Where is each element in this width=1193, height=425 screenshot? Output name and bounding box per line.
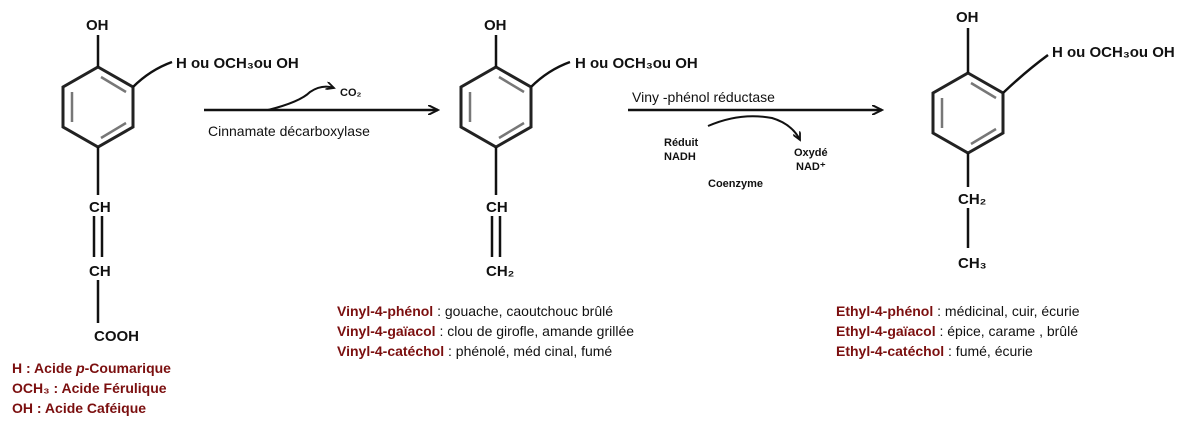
nadh-label: NADH xyxy=(664,151,696,163)
mol3-ch3-label: CH₃ xyxy=(958,255,987,272)
mol2-ch-label: CH xyxy=(486,199,508,216)
reduced-label: Réduit xyxy=(664,137,699,149)
mol3-oh-label: OH xyxy=(956,9,979,26)
co2-label: CO₂ xyxy=(340,87,362,99)
enzyme-2-label: Viny -phénol réductase xyxy=(632,89,775,105)
nad-label: NAD⁺ xyxy=(796,161,826,173)
legend-row: Ethyl-4-gaïacol : épice, carame , brûlé xyxy=(836,323,1078,339)
mol1-oh-label: OH xyxy=(86,17,109,34)
mol2-ch2-label: CH₂ xyxy=(486,263,514,280)
benzene-ring-1 xyxy=(61,65,135,149)
coenzyme-label: Coenzyme xyxy=(708,178,763,190)
reaction-2-arrow: Viny -phénol réductase Réduit NADH Oxydé… xyxy=(628,89,882,190)
enzyme-1-label: Cinnamate décarboxylase xyxy=(208,123,370,139)
vinyl-legend: Vinyl-4-phénol : gouache, caoutchouc brû… xyxy=(337,301,634,361)
mol1-cooh-label: COOH xyxy=(94,328,139,345)
legend-row: Vinyl-4-gaïacol : clou de girofle, amand… xyxy=(337,323,635,339)
legend-row: Ethyl-4-catéchol : fumé, écurie xyxy=(836,343,1033,359)
oxidized-label: Oxydé xyxy=(794,147,828,159)
molecule-1-acid: OH H ou OCH₃ou OH CH CH COOH xyxy=(61,17,299,345)
mol1-substituent-label: H ou OCH₃ou OH xyxy=(176,55,299,72)
legend-row: Vinyl-4-catéchol : phénolé, méd cinal, f… xyxy=(337,343,613,359)
mol2-oh-label: OH xyxy=(484,17,507,34)
molecule-2-vinylphenol: OH H ou OCH₃ou OH CH CH₂ xyxy=(459,17,698,280)
acid-key: H : Acide p-Coumarique OCH₃ : Acide Féru… xyxy=(12,358,171,418)
legend-row: Vinyl-4-phénol : gouache, caoutchouc brû… xyxy=(337,303,613,319)
mol2-substituent-label: H ou OCH₃ou OH xyxy=(575,55,698,72)
acid-key-row: OCH₃ : Acide Férulique xyxy=(12,380,167,396)
mol3-substituent-label: H ou OCH₃ou OH xyxy=(1052,44,1175,61)
molecule-3-ethylphenol: OH H ou OCH₃ou OH CH₂ CH₃ xyxy=(931,9,1175,272)
reaction-1-arrow: CO₂ Cinnamate décarboxylase xyxy=(204,87,438,139)
mol1-ch-a-label: CH xyxy=(89,199,111,216)
mol3-ch2-label: CH₂ xyxy=(958,191,986,208)
acid-key-row: H : Acide p-Coumarique xyxy=(12,360,171,376)
benzene-ring-2 xyxy=(459,65,533,149)
benzene-ring-3 xyxy=(931,71,1005,155)
acid-key-row: OH : Acide Caféique xyxy=(12,400,147,416)
mol1-ch-b-label: CH xyxy=(89,263,111,280)
ethyl-legend: Ethyl-4-phénol : médicinal, cuir, écurie… xyxy=(836,301,1080,361)
legend-row: Ethyl-4-phénol : médicinal, cuir, écurie xyxy=(836,303,1080,319)
